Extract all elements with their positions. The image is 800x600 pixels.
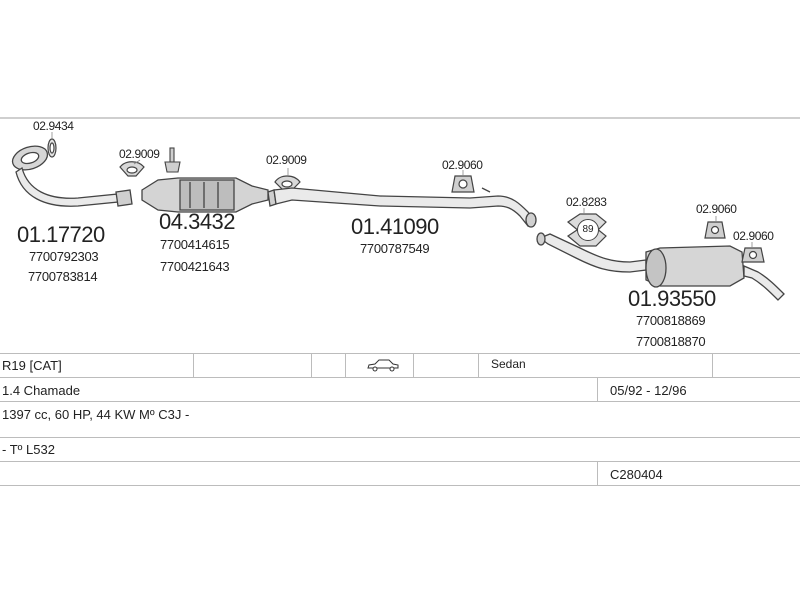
- gasket-ring-drawing: [47, 138, 57, 158]
- oe-number-cat-1: 7700414615: [160, 237, 230, 252]
- table-row: 1.4 Chamade 05/92 - 12/96: [0, 377, 800, 402]
- rear-muffler-drawing: [536, 232, 785, 301]
- table-row: R19 [CAT] Sedan: [0, 353, 800, 378]
- oe-number-front-pipe-2: 7700783814: [28, 269, 98, 284]
- part-ref-clamp-1[interactable]: 02.9009: [119, 147, 160, 161]
- vehicle-engine: 1397 cc, 60 HP, 44 KW Mº C3J -: [2, 407, 190, 422]
- clamp-size-badge: 89: [577, 219, 599, 241]
- oe-number-intermediate-pipe: 7700787549: [360, 241, 430, 256]
- part-ref-u-clamp[interactable]: 02.8283: [566, 195, 607, 209]
- vehicle-model: R19 [CAT]: [2, 358, 62, 373]
- part-ref-intermediate-pipe[interactable]: 01.41090: [351, 214, 439, 239]
- part-ref-hanger-1[interactable]: 02.9060: [442, 158, 483, 172]
- catalytic-converter-drawing: [141, 177, 269, 213]
- vehicle-type-code: - Tº L532: [2, 442, 55, 457]
- vehicle-variant: 1.4 Chamade: [2, 383, 81, 398]
- part-ref-clamp-2[interactable]: 02.9009: [266, 153, 307, 167]
- part-ref-hanger-3[interactable]: 02.9060: [733, 229, 774, 243]
- oe-number-rear-muffler-1: 7700818869: [636, 313, 706, 328]
- table-row: C280404: [0, 461, 800, 486]
- clamp-left-drawing: [119, 161, 145, 177]
- oe-number-front-pipe-1: 7700792303: [29, 249, 99, 264]
- vehicle-years: 05/92 - 12/96: [610, 383, 687, 398]
- part-ref-hanger-2[interactable]: 02.9060: [696, 202, 737, 216]
- rubber-hanger-3-drawing: [741, 247, 765, 263]
- table-row: - Tº L532: [0, 437, 800, 462]
- sedan-car-icon: [366, 358, 400, 374]
- vehicle-body-type: Sedan: [491, 357, 526, 371]
- lambda-sensor-drawing: [164, 147, 181, 173]
- part-ref-catalytic-converter[interactable]: 04.3432: [159, 209, 236, 234]
- leader-lines: [51, 132, 753, 248]
- table-row: 1397 cc, 60 HP, 44 KW Mº C3J -: [0, 401, 800, 438]
- part-ref-gasket[interactable]: 02.9434: [33, 119, 74, 133]
- oe-number-rear-muffler-2: 7700818870: [636, 334, 706, 349]
- table-bottom-rule: [0, 485, 800, 486]
- catalog-code: C280404: [610, 467, 663, 482]
- front-pipe-drawing: [11, 145, 133, 207]
- part-ref-rear-muffler[interactable]: 01.93550: [628, 286, 716, 311]
- rubber-hanger-1-drawing: [451, 175, 475, 193]
- oe-number-cat-2: 7700421643: [160, 259, 230, 274]
- exhaust-diagram: [11, 132, 785, 301]
- diagram-top-rule: [0, 117, 800, 119]
- part-ref-front-pipe[interactable]: 01.17720: [17, 222, 105, 247]
- rubber-hanger-2-drawing: [704, 221, 726, 239]
- intermediate-pipe-drawing: [267, 187, 537, 228]
